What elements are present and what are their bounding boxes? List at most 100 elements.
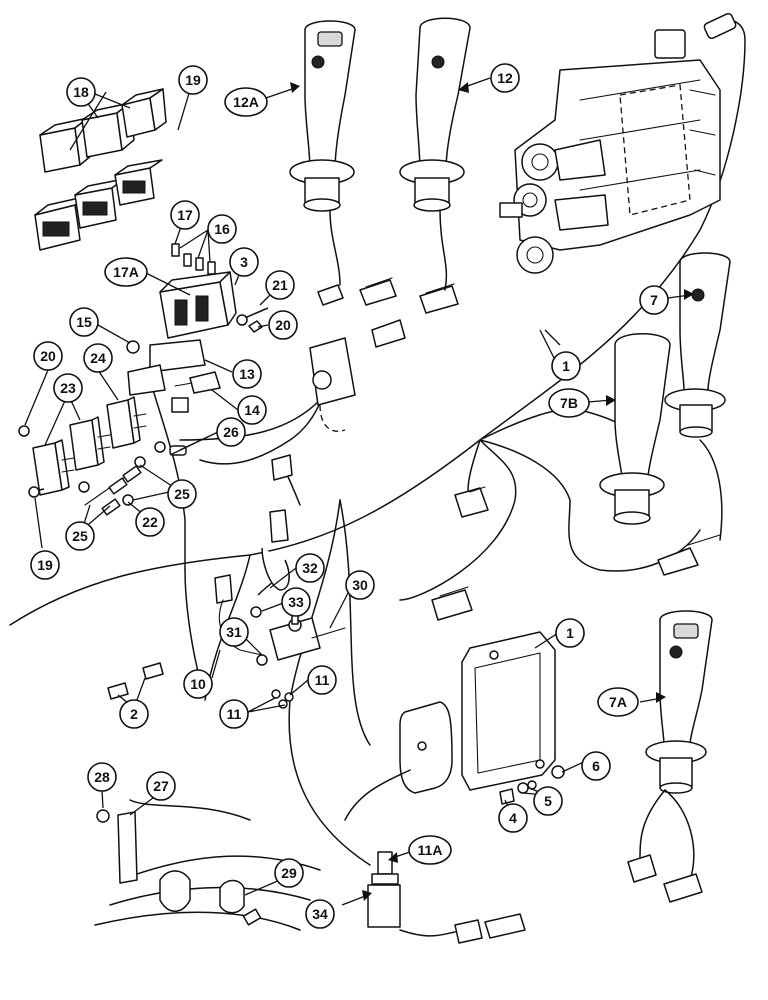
valve-block [499, 12, 737, 274]
svg-text:28: 28 [94, 769, 110, 785]
svg-text:7: 7 [650, 292, 658, 308]
svg-text:14: 14 [244, 402, 260, 418]
callout-19-bottom: 19 [30, 550, 60, 580]
callout-2: 2 [119, 699, 149, 729]
callout-17a: 17A [104, 257, 148, 287]
svg-text:33: 33 [288, 594, 304, 610]
callout-26: 26 [216, 417, 246, 447]
callout-22: 22 [135, 507, 165, 537]
svg-text:21: 21 [272, 277, 288, 293]
callout-1-lower: 1 [555, 618, 585, 648]
joystick-12 [399, 17, 471, 212]
connectors [269, 277, 721, 621]
svg-text:11: 11 [227, 706, 242, 722]
callout-34: 34 [305, 899, 335, 929]
svg-text:18: 18 [73, 84, 89, 100]
callout-13: 13 [232, 359, 262, 389]
relays [39, 88, 167, 173]
callout-15: 15 [69, 307, 99, 337]
svg-text:19: 19 [37, 557, 53, 573]
joystick-12a [289, 20, 356, 212]
svg-text:11: 11 [315, 672, 330, 688]
svg-text:6: 6 [592, 758, 600, 774]
diodes [78, 441, 187, 516]
svg-text:7B: 7B [560, 395, 578, 411]
callout-25-lower: 25 [65, 521, 95, 551]
callout-30: 30 [345, 570, 375, 600]
svg-text:25: 25 [72, 528, 88, 544]
callout-16: 16 [207, 214, 237, 244]
svg-text:29: 29 [281, 865, 297, 881]
switch-11a [367, 851, 526, 944]
callout-21: 21 [265, 270, 295, 300]
callout-17: 17 [170, 200, 200, 230]
switches [18, 396, 147, 498]
svg-text:1: 1 [566, 625, 574, 641]
svg-text:30: 30 [352, 577, 368, 593]
callout-14: 14 [237, 395, 267, 425]
clamp-parts [96, 809, 262, 926]
svg-text:20: 20 [275, 317, 291, 333]
svg-text:11A: 11A [418, 842, 443, 858]
callout-28: 28 [87, 762, 117, 792]
callout-25-upper: 25 [167, 479, 197, 509]
callout-7b: 7B [548, 388, 590, 418]
svg-text:27: 27 [153, 778, 169, 794]
svg-text:2: 2 [130, 706, 138, 722]
callout-12: 12 [490, 63, 520, 93]
callout-20-left: 20 [33, 341, 63, 371]
callout-5: 5 [533, 786, 563, 816]
mounting-bracket [126, 307, 269, 413]
svg-text:10: 10 [190, 676, 206, 692]
callout-4: 4 [498, 803, 528, 833]
callout-7: 7 [639, 285, 669, 315]
callout-19-top: 19 [178, 65, 208, 95]
callout-3: 3 [229, 247, 259, 277]
svg-text:12A: 12A [233, 94, 259, 110]
svg-text:32: 32 [302, 560, 318, 576]
svg-text:17: 17 [177, 207, 193, 223]
callout-11-right: 11 [307, 665, 337, 695]
svg-text:19: 19 [185, 72, 201, 88]
callout-29: 29 [274, 858, 304, 888]
joystick-7a [645, 610, 713, 794]
svg-text:16: 16 [214, 221, 230, 237]
svg-text:24: 24 [90, 350, 106, 366]
svg-text:13: 13 [239, 366, 255, 382]
callout-12a: 12A [224, 87, 268, 117]
svg-text:5: 5 [544, 793, 552, 809]
callout-11a: 11A [408, 835, 452, 865]
relay-sockets [34, 159, 163, 251]
callouts: 18 19 12A 12 17 16 17A 3 21 20 15 13 14 … [30, 63, 669, 929]
svg-text:23: 23 [60, 380, 76, 396]
controller-module [344, 631, 565, 821]
svg-text:12: 12 [497, 70, 513, 86]
callout-7a: 7A [597, 687, 639, 717]
svg-text:22: 22 [142, 514, 158, 530]
svg-text:31: 31 [226, 624, 242, 640]
callout-1-upper: 1 [551, 351, 581, 381]
callout-23: 23 [53, 373, 83, 403]
callout-11-left: 11 [219, 699, 249, 729]
joystick-7b [599, 333, 671, 525]
callout-32: 32 [295, 553, 325, 583]
svg-text:15: 15 [76, 314, 92, 330]
callout-18: 18 [66, 77, 96, 107]
svg-text:34: 34 [312, 906, 328, 922]
svg-text:7A: 7A [609, 694, 627, 710]
fuse-block [159, 243, 237, 339]
pressure-switch [107, 547, 346, 709]
joystick-7a-connectors [627, 854, 703, 903]
svg-text:26: 26 [223, 424, 239, 440]
callout-31: 31 [219, 617, 249, 647]
svg-text:25: 25 [174, 486, 190, 502]
joystick-7 [664, 252, 731, 438]
callout-20-right: 20 [268, 310, 298, 340]
svg-text:4: 4 [509, 810, 517, 826]
callout-24: 24 [83, 343, 113, 373]
svg-text:3: 3 [240, 254, 248, 270]
callout-33: 33 [281, 587, 311, 617]
svg-text:20: 20 [40, 348, 56, 364]
